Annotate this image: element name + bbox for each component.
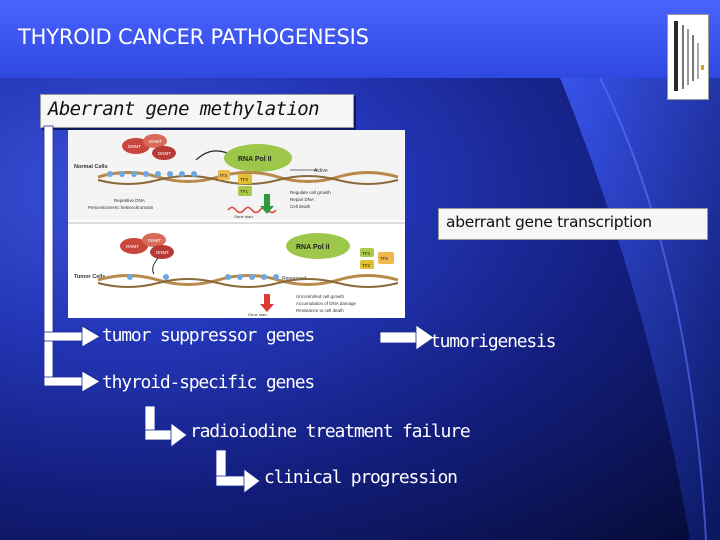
figure-drawing: Normal Cells DNMT DNMT DNMT RNA Pol II A… — [68, 130, 405, 317]
header-band — [0, 0, 720, 78]
branch-arrow — [43, 331, 85, 342]
slide-title: THYROID CANCER PATHOGENESIS — [18, 25, 369, 49]
dnmt-label: DNMT — [149, 139, 162, 144]
tumor-row-label: Tumor Cells — [74, 274, 105, 280]
normal-row-label: Normal Cells — [74, 164, 108, 170]
gene-start-label: Gene start — [248, 312, 268, 317]
dnmt-label: DNMT — [126, 244, 139, 249]
tf-label: TF3 — [240, 177, 248, 182]
tf-box — [218, 170, 230, 180]
methylation-label-box — [40, 94, 354, 128]
branch-arrow — [43, 376, 85, 387]
dna-strand — [97, 274, 399, 286]
institution-logo — [667, 14, 709, 100]
gene-start-label: Gene start — [234, 214, 254, 219]
tf-label: TF5 — [380, 256, 388, 261]
tumorigenesis-label: tumorigenesis — [430, 331, 556, 352]
dnmt-blob — [120, 238, 148, 254]
transcription-label: aberrant gene transcription — [446, 213, 652, 231]
branch-arrow-head — [81, 325, 101, 348]
dnmt-blob — [142, 233, 166, 247]
figure-note: Repetitive DNA — [114, 198, 145, 203]
rna-pol-blob — [224, 144, 292, 172]
curved-arrow — [152, 257, 159, 275]
figure-note: Pericentromeric heterochromatin — [88, 205, 154, 210]
bracket-line — [43, 125, 54, 385]
tf-box — [238, 174, 252, 184]
cpg-sites — [127, 274, 279, 280]
effect-label: Uncontrolled cell growth — [296, 294, 345, 299]
clinical-progression-label: clinical progression — [264, 467, 458, 488]
dnmt-blob — [150, 245, 174, 259]
cpg-sites — [107, 171, 197, 177]
tf-box — [360, 260, 374, 269]
status-label: Active — [314, 168, 328, 174]
effect-label: Resistance to cell death — [296, 308, 344, 313]
tf-label: TF1 — [240, 189, 248, 194]
gene-start-arrow — [264, 194, 270, 206]
branch-arrow-head — [81, 370, 101, 393]
elbow-arrow — [215, 475, 247, 487]
dna-strand — [97, 278, 399, 288]
dnmt-label: DNMT — [128, 144, 141, 149]
gene-start-arrow — [264, 294, 270, 304]
gene-start-arrow — [260, 304, 274, 312]
dnmt-label: DNMT — [148, 238, 161, 243]
elbow-arrow-head — [170, 422, 188, 448]
dna-strand — [97, 171, 399, 183]
radioiodine-label: radioiodine treatment failure — [190, 421, 471, 442]
tf-label: TF2 — [362, 263, 370, 268]
logo-icon — [674, 21, 704, 91]
elbow-arrow — [144, 405, 156, 441]
effect-label: Repair DNA — [290, 197, 314, 202]
tf-box — [378, 252, 394, 264]
effect-label: Cell death — [290, 204, 311, 209]
elbow-arrow — [144, 429, 174, 441]
dnmt-blob — [143, 134, 167, 148]
dnmt-label: DNMT — [158, 151, 171, 156]
tf-box — [360, 248, 374, 257]
transcription-label-box — [438, 208, 708, 240]
effect-label: Regulate cell growth — [290, 190, 331, 195]
rna-pol-label: RNA Pol II — [296, 244, 330, 251]
dnmt-blob — [122, 138, 150, 154]
methylation-label: Aberrant gene methylation — [48, 98, 320, 120]
elbow-arrow-head — [243, 468, 261, 494]
rna-pol-blob — [286, 233, 350, 259]
dnmt-label: DNMT — [156, 250, 169, 255]
tf-label: TF3 — [362, 251, 370, 256]
tf-label: TF3 — [219, 173, 227, 178]
dnmt-blob — [152, 146, 176, 160]
tf-box — [238, 186, 252, 196]
tumor-suppressor-label: tumor suppressor genes — [102, 325, 315, 346]
methylation-figure: Normal Cells DNMT DNMT DNMT RNA Pol II A… — [68, 130, 405, 318]
tumorigenesis-arrow — [379, 331, 419, 344]
effect-label: Accumulation of DNA damage — [296, 301, 357, 306]
thyroid-specific-label: thyroid-specific genes — [102, 372, 315, 393]
elbow-arrow — [215, 449, 227, 487]
rna-pol-label: RNA Pol II — [238, 156, 272, 163]
gene-start-arrow — [260, 206, 274, 214]
